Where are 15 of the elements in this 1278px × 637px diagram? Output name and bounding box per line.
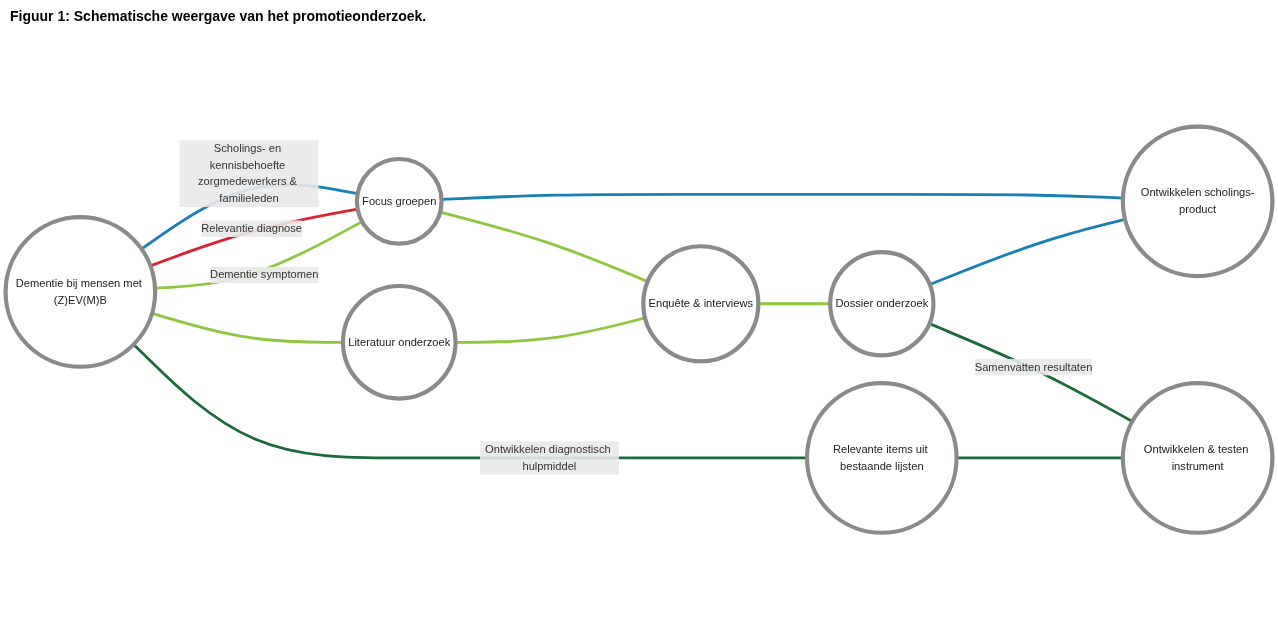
edge-label: Ontwikkelen diagnostisch hulpmiddel (485, 443, 611, 472)
figure-title: Figuur 1: Schematische weergave van het promotieonderzoek. (9, 7, 428, 26)
node-circle: Ontwikkelen & testen instrument (1120, 380, 1275, 535)
node-circle: Literatuur onderzoek (340, 283, 458, 401)
node-circle: Ontwikkelen scholings-product (1120, 124, 1275, 279)
connector (928, 322, 1134, 423)
node-circle: Focus groepen (354, 156, 444, 246)
edge-label: Samenvatten resultaten (974, 360, 1093, 373)
node-circle: Relevante items uit bestaande lijsten (804, 380, 959, 535)
edge-label: Relevantie diagnose (201, 222, 303, 235)
node-circle: Dossier onderzoek (828, 249, 936, 358)
edge-label: Scholings- en kennisbehoefte zorgmedewerkers & familieleden (198, 142, 297, 204)
edge-label: Dementie symptomen (210, 268, 319, 281)
node-circle: Dementie bij mensen met (Z)EV(M)B (3, 214, 158, 369)
node-circle: Enquête & interviews (641, 244, 761, 364)
